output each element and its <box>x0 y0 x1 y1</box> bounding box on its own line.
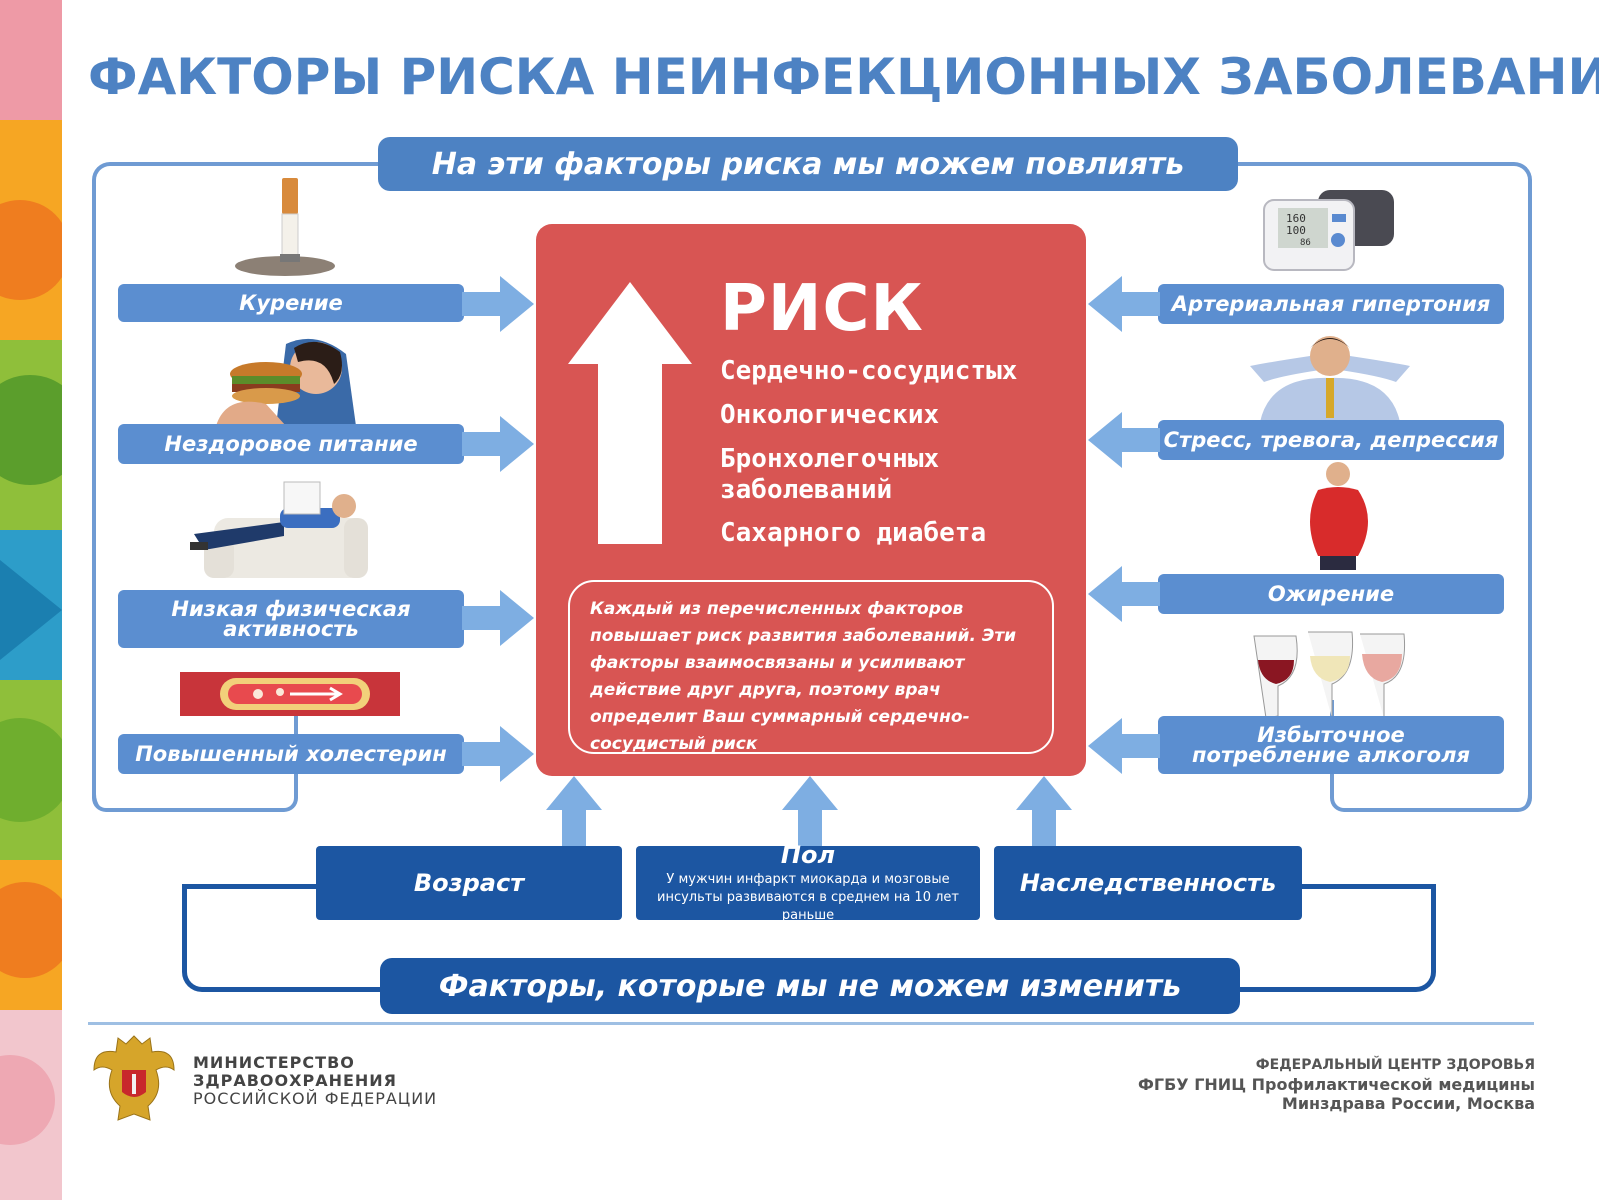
couch-potato-icon <box>184 478 374 588</box>
ministry-line-1: МИНИСТЕРСТВО <box>193 1053 355 1072</box>
nonmodifiable-frame-top-left <box>182 884 322 889</box>
wine-glasses-icon <box>1246 626 1416 724</box>
footer-divider <box>88 1022 1534 1025</box>
center-line-2: ФГБУ ГНИЦ Профилактической медицины <box>1138 1075 1535 1094</box>
factor-smoking: Курение <box>118 284 464 322</box>
ministry-line-3: РОССИЙСКОЙ ФЕДЕРАЦИИ <box>193 1089 438 1108</box>
risk-disease-cardiovascular: Сердечно-сосудистых <box>720 356 1018 386</box>
cigarette-icon <box>230 174 340 278</box>
center-line-3: Минздрава России, Москва <box>1281 1094 1535 1113</box>
arrow-left-icon <box>1088 412 1160 468</box>
modifiable-factors-banner: На эти факторы риска мы можем повлиять <box>378 137 1238 191</box>
arrow-right-icon <box>462 276 534 332</box>
ministry-line-2: ЗДРАВООХРАНЕНИЯ <box>193 1071 397 1090</box>
factor-stress: Стресс, тревога, депрессия <box>1158 420 1504 460</box>
monitor-reading-pulse: 86 <box>1300 238 1311 248</box>
center-line-1: ФЕДЕРАЛЬНЫЙ ЦЕНТР ЗДОРОВЬЯ <box>1255 1057 1535 1073</box>
arrow-right-icon <box>462 726 534 782</box>
nonmodifiable-frame-top-right <box>1294 884 1436 889</box>
obese-man-icon <box>1292 460 1382 574</box>
arrow-right-icon <box>462 590 534 646</box>
arrow-left-icon <box>1088 566 1160 622</box>
factor-low-physical-activity: Низкая физическая активность <box>118 590 464 648</box>
risk-title: РИСК <box>720 272 924 346</box>
factor-sex-note: У мужчин инфаркт миокарда и мозговые инс… <box>657 872 959 923</box>
risk-disease-diabetes: Сахарного диабета <box>720 518 987 548</box>
arrow-up-icon <box>782 776 838 848</box>
health-center-name: ФЕДЕРАЛЬНЫЙ ЦЕНТР ЗДОРОВЬЯ ФГБУ ГНИЦ Про… <box>1138 1056 1535 1113</box>
factor-sex-label: Пол <box>780 841 836 869</box>
arrow-left-icon <box>1088 718 1160 774</box>
risk-note: Каждый из перечисленных факторов повышае… <box>568 580 1054 754</box>
monitor-reading-dia: 100 <box>1286 224 1306 237</box>
arrow-up-icon <box>546 776 602 848</box>
factor-age: Возраст <box>316 846 622 920</box>
decorative-side-strip <box>0 0 62 1200</box>
arrow-left-icon <box>1088 276 1160 332</box>
factor-heredity: Наследственность <box>994 846 1302 920</box>
factor-hypertension: Артериальная гипертония <box>1158 284 1504 324</box>
stressed-man-icon <box>1240 326 1420 422</box>
factor-unhealthy-diet: Нездоровое питание <box>118 424 464 464</box>
nonmodifiable-factors-banner: Факторы, которые мы не можем изменить <box>380 958 1240 1014</box>
page-title: ФАКТОРЫ РИСКА НЕИНФЕКЦИОННЫХ ЗАБОЛЕВАНИЙ <box>88 48 1599 106</box>
factor-sex: Пол У мужчин инфаркт миокарда и мозговые… <box>636 841 980 923</box>
risk-disease-bronchopulmonary: Бронхолегочных заболеваний <box>720 444 940 505</box>
blood-pressure-monitor-icon: 160 100 86 <box>1258 180 1398 276</box>
ministry-name: МИНИСТЕРСТВО ЗДРАВООХРАНЕНИЯ РОССИЙСКОЙ … <box>193 1054 437 1108</box>
risk-disease-oncology: Онкологических <box>720 400 940 430</box>
factor-alcohol: Избыточное потребление алкоголя <box>1158 716 1504 774</box>
factor-high-cholesterol: Повышенный холестерин <box>118 734 464 774</box>
coat-of-arms-icon <box>90 1030 178 1128</box>
arrow-up-icon <box>1016 776 1072 848</box>
factor-obesity: Ожирение <box>1158 574 1504 614</box>
factor-heredity-label: Наследственность <box>1019 869 1277 897</box>
blood-vessel-icon <box>180 670 400 718</box>
factor-age-label: Возраст <box>413 869 525 897</box>
burger-eating-icon <box>206 334 366 426</box>
arrow-right-icon <box>462 416 534 472</box>
monitor-reading-sys: 160 <box>1286 212 1306 225</box>
arrow-up-icon <box>568 282 692 544</box>
